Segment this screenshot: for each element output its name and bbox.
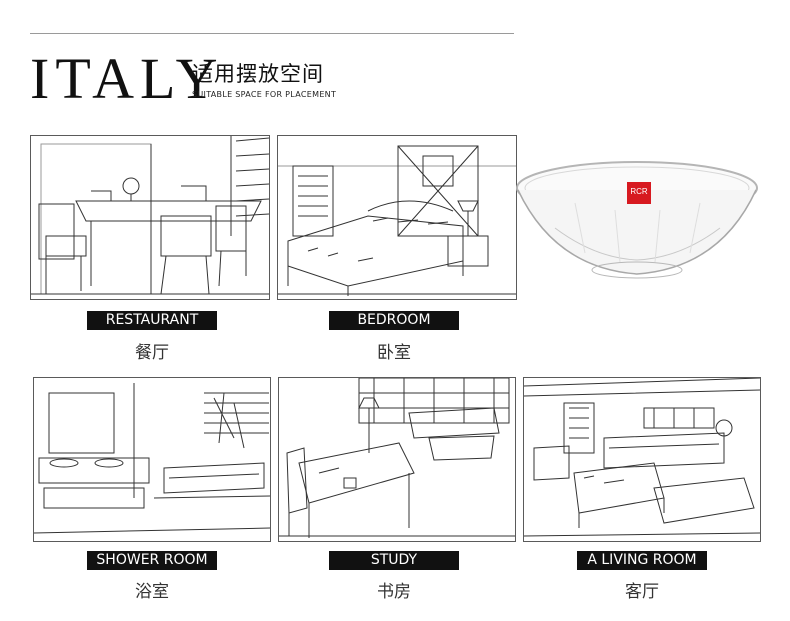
room-cn-shower-room: 浴室: [135, 582, 169, 602]
dining-room-sketch-icon: [30, 135, 270, 300]
room-cn-bedroom: 卧室: [377, 343, 411, 363]
room-label-bedroom: BEDROOM: [329, 311, 459, 330]
brand-title: ITALY: [30, 46, 224, 111]
subtitle-cn: 适用摆放空间: [192, 62, 324, 86]
bedroom-sketch-icon: [277, 135, 517, 300]
bathroom-sketch-icon: [33, 377, 271, 542]
room-cn-restaurant: 餐厅: [135, 343, 169, 363]
room-label-living-room: A LIVING ROOM: [577, 551, 707, 570]
brand-logo: [627, 182, 651, 204]
glass-bowl-icon: RCR: [515, 158, 760, 286]
room-label-study: STUDY: [329, 551, 459, 570]
room-label-shower-room: SHOWER ROOM: [87, 551, 217, 570]
top-divider: [30, 33, 514, 34]
study-sketch-icon: [278, 377, 516, 542]
room-cn-living-room: 客厅: [625, 582, 659, 602]
living-room-sketch-icon: [523, 377, 761, 542]
room-cn-study: 书房: [377, 582, 411, 602]
subtitle-en: SUITABLE SPACE FOR PLACEMENT: [192, 90, 337, 99]
room-label-restaurant: RESTAURANT: [87, 311, 217, 330]
svg-text:RCR: RCR: [630, 187, 648, 196]
